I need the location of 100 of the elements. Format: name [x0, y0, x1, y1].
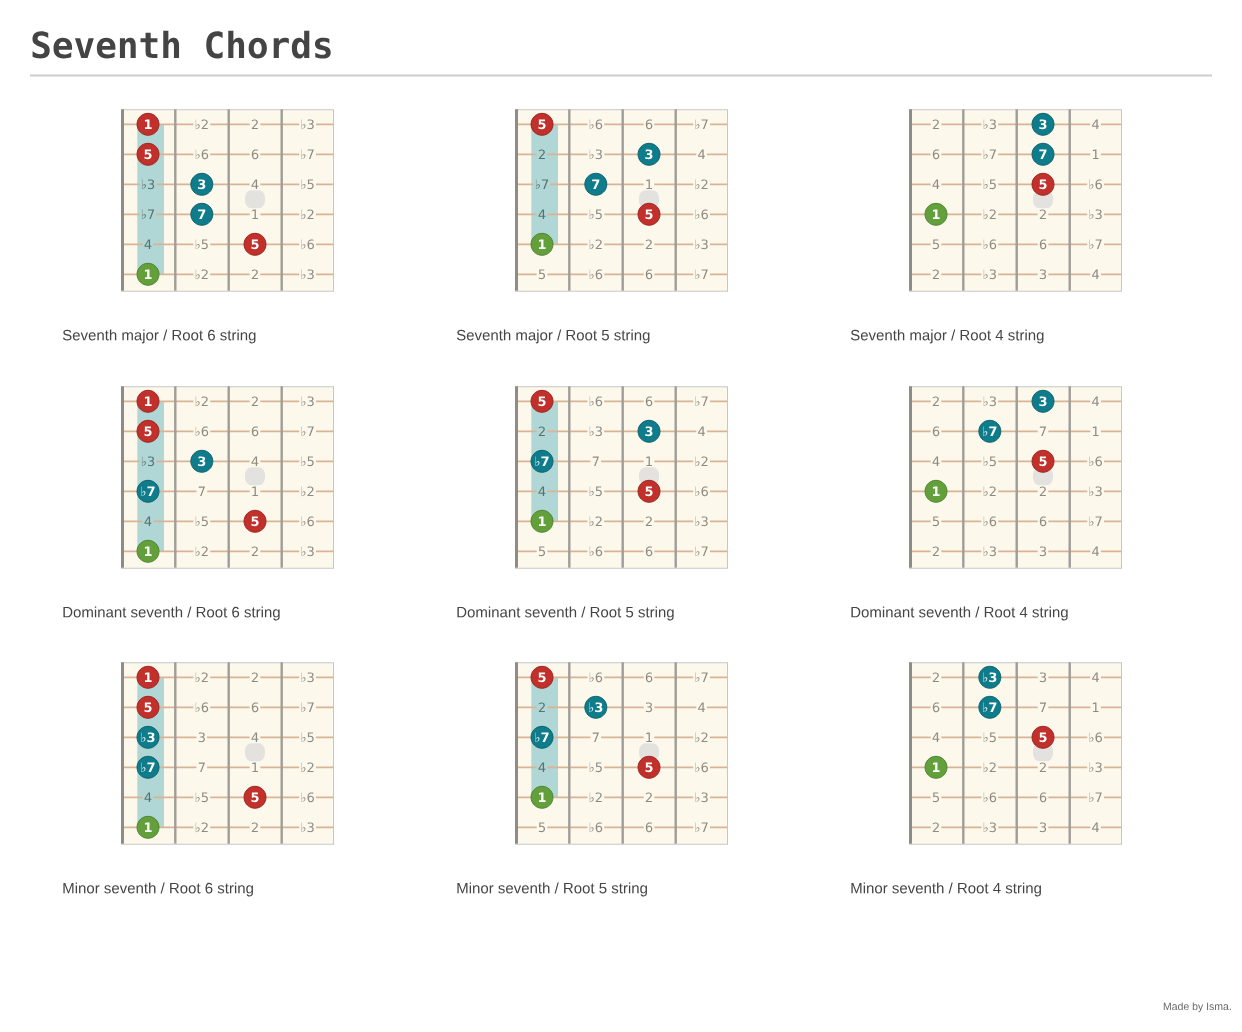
- interval-label: 2: [536, 148, 548, 161]
- interval-label: ♭5: [981, 731, 999, 744]
- interval-label: ♭7: [693, 395, 710, 408]
- interval-label: ♭6: [587, 118, 605, 131]
- interval-label: 4: [696, 148, 707, 161]
- footer-note: Made by Isma.: [1163, 1002, 1231, 1013]
- interval-label: ♭6: [193, 425, 211, 438]
- interval-label: ♭7: [299, 701, 316, 714]
- interval-label: ♭6: [981, 238, 999, 251]
- interval-label: 7: [196, 761, 208, 774]
- interval-label: 6: [1037, 238, 1049, 251]
- interval-label: 6: [643, 268, 655, 281]
- interval-label: 2: [536, 425, 548, 438]
- interval-label: 5: [930, 791, 942, 804]
- interval-label: ♭7: [693, 671, 710, 684]
- interval-label: ♭5: [193, 515, 211, 528]
- interval-label: 6: [249, 425, 261, 438]
- interval-label: ♭3: [299, 671, 316, 684]
- interval-label: 6: [1037, 515, 1049, 528]
- interval-label: 6: [930, 701, 942, 714]
- interval-label: ♭5: [193, 238, 211, 251]
- interval-label: 4: [1090, 268, 1101, 281]
- interval-label: ♭2: [193, 821, 211, 834]
- interval-label: 2: [249, 545, 261, 558]
- interval-label: 2: [930, 395, 942, 408]
- interval-label: ♭2: [299, 485, 316, 498]
- interval-label: ♭3: [693, 791, 710, 804]
- interval-label: ♭5: [193, 791, 211, 804]
- interval-label: ♭3: [299, 268, 316, 281]
- interval-label: ♭6: [193, 148, 211, 161]
- interval-label: ♭2: [587, 238, 605, 251]
- interval-label: ♭7: [1087, 791, 1104, 804]
- interval-label: ♭7: [299, 148, 316, 161]
- interval-label: 2: [249, 268, 261, 281]
- interval-label: ♭2: [299, 761, 316, 774]
- interval-label: ♭2: [193, 671, 211, 684]
- interval-label: ♭6: [981, 515, 999, 528]
- interval-label: ♭2: [193, 395, 211, 408]
- interval-label: 4: [536, 208, 548, 221]
- interval-label: ♭3: [981, 118, 999, 131]
- interval-label: 2: [249, 671, 261, 684]
- interval-label: ♭3: [693, 515, 710, 528]
- interval-label: ♭3: [1087, 208, 1104, 221]
- interval-label: 4: [1090, 545, 1101, 558]
- interval-label: ♭6: [587, 268, 605, 281]
- interval-label: ♭6: [587, 545, 605, 558]
- interval-label: ♭6: [693, 485, 710, 498]
- title: Seventh Chords: [32, 30, 331, 59]
- interval-label: ♭2: [693, 455, 710, 468]
- chord-name: Dominant seventh / Root 6 string: [63, 606, 280, 621]
- interval-label: 2: [249, 395, 261, 408]
- interval-label: 4: [930, 731, 942, 744]
- interval-label: 2: [249, 118, 261, 131]
- interval-label: 2: [249, 821, 261, 834]
- interval-label: 6: [930, 148, 942, 161]
- interval-label: ♭7: [299, 425, 316, 438]
- interval-label: ♭3: [693, 238, 710, 251]
- interval-label: ♭2: [693, 731, 710, 744]
- interval-label: 5: [536, 268, 548, 281]
- interval-label: 4: [142, 515, 154, 528]
- interval-label: ♭5: [587, 485, 605, 498]
- interval-label: 2: [643, 515, 655, 528]
- interval-label: ♭2: [193, 268, 211, 281]
- interval-label: ♭3: [1087, 761, 1104, 774]
- interval-label: 1: [643, 178, 655, 191]
- interval-label: 2: [643, 791, 655, 804]
- interval-label: 5: [930, 515, 942, 528]
- interval-label: 7: [590, 731, 602, 744]
- chord-name: Seventh major / Root 5 string: [456, 329, 650, 344]
- interval-label: 4: [1090, 671, 1101, 684]
- interval-label: 6: [930, 425, 942, 438]
- interval-label: ♭2: [587, 791, 605, 804]
- interval-label: ♭6: [693, 761, 710, 774]
- interval-label: 1: [1090, 148, 1101, 161]
- interval-label: 4: [1090, 821, 1101, 834]
- interval-label: 3: [1037, 671, 1049, 684]
- chord-name: Dominant seventh / Root 5 string: [457, 606, 674, 621]
- interval-label: ♭6: [587, 671, 605, 684]
- interval-label: 4: [249, 178, 261, 191]
- interval-label: 6: [643, 395, 655, 408]
- interval-label: 2: [1037, 485, 1049, 498]
- interval-label: 1: [249, 485, 261, 498]
- interval-label: 4: [249, 731, 261, 744]
- interval-label: ♭2: [193, 545, 211, 558]
- interval-label: 2: [1037, 761, 1049, 774]
- interval-label: 2: [930, 268, 942, 281]
- interval-label: ♭6: [693, 208, 710, 221]
- interval-label: ♭2: [981, 208, 999, 221]
- chord-name: Seventh major / Root 4 string: [850, 329, 1044, 344]
- interval-label: 2: [536, 701, 548, 714]
- interval-label: 2: [643, 238, 655, 251]
- interval-label: ♭2: [587, 515, 605, 528]
- interval-label: ♭3: [299, 118, 316, 131]
- chord-name: Minor seventh / Root 6 string: [63, 882, 253, 897]
- interval-label: ♭7: [1087, 515, 1104, 528]
- interval-label: ♭7: [693, 118, 710, 131]
- interval-label: 4: [930, 178, 942, 191]
- interval-label: 6: [643, 821, 655, 834]
- interval-label: 6: [1037, 791, 1049, 804]
- interval-label: 6: [643, 118, 655, 131]
